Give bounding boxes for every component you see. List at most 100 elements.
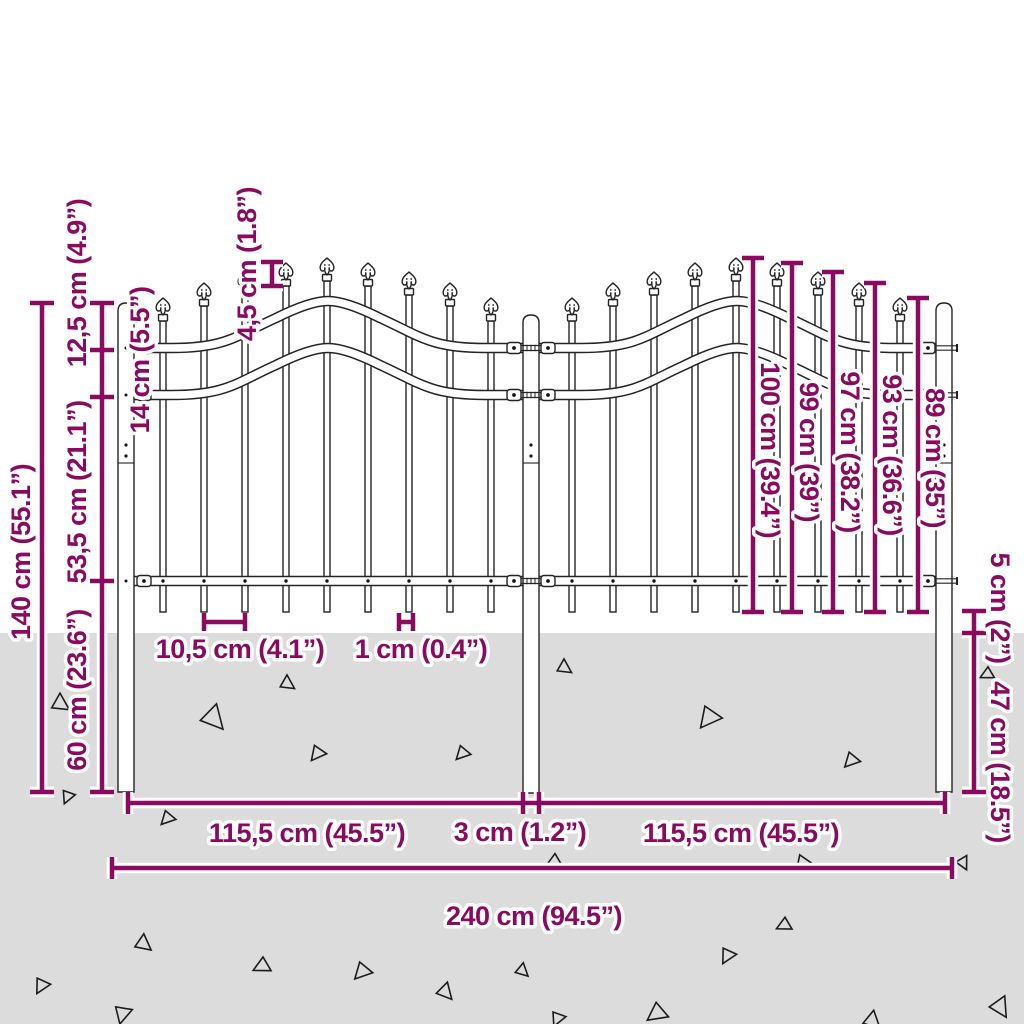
- clamp-bolt-dot: [546, 579, 550, 583]
- dim-picket-width: 1 cm (0.4”): [355, 634, 488, 664]
- clamp-bolt-dot: [142, 579, 146, 583]
- spear-finial-icon: [892, 297, 908, 316]
- picket-bar: [282, 285, 290, 613]
- rail-rivet: [775, 579, 779, 583]
- fence-pickets: [155, 257, 908, 613]
- picket-bar: [650, 294, 658, 613]
- finial-dot: [860, 289, 863, 291]
- rail-rivet: [243, 579, 247, 583]
- dimension-lines: [30, 252, 986, 879]
- dim-upper-to-bottom-rail: 53,5 cm (21.1”): [62, 400, 92, 583]
- finial-dot: [205, 289, 208, 291]
- rail-rivet: [366, 579, 370, 583]
- spear-finial-icon: [769, 262, 785, 281]
- dim-picket-ground-clearance: 5 cm (2”): [985, 552, 1015, 663]
- gravel-triangle: [843, 750, 863, 769]
- gravel-triangle: [552, 1010, 568, 1024]
- finial-dot: [896, 304, 899, 306]
- gravel-triangle: [954, 854, 968, 872]
- picket-bar: [323, 280, 331, 613]
- post-mount-holes: [124, 443, 946, 458]
- clamp-bolt-dot: [546, 346, 550, 350]
- rail-rivet: [325, 579, 329, 583]
- picket-bar: [446, 305, 454, 613]
- clamp-bolt-dot: [926, 393, 930, 397]
- finial-dot: [246, 278, 249, 280]
- finial-dot: [328, 264, 331, 266]
- dim-upper-rail-spacing: 14 cm (5.5”): [125, 286, 155, 433]
- middle-rail-left-fill: [134, 344, 523, 399]
- clamp-bolt-dot: [546, 393, 550, 397]
- finial-dot: [369, 269, 372, 271]
- picket-bar: [200, 305, 208, 613]
- finial-dot: [164, 304, 167, 306]
- finial-dot: [819, 278, 822, 280]
- finial-dot: [614, 289, 617, 291]
- spear-finial-icon: [442, 282, 458, 301]
- finial-dot: [487, 304, 490, 306]
- dim-picket-height-93: 93 cm (36.6”): [877, 374, 907, 536]
- gravel-triangle: [310, 744, 329, 762]
- dim-post-width: 3 cm (1.2”): [454, 817, 587, 847]
- finial-dot: [241, 278, 244, 280]
- finial-dot: [655, 278, 658, 280]
- post-center: [522, 314, 540, 794]
- spear-finial-icon: [851, 282, 867, 301]
- picket-bar: [241, 294, 249, 613]
- spear-finial-icon: [319, 257, 335, 276]
- post-left: [117, 302, 135, 793]
- finial-dot: [737, 264, 740, 266]
- dim-picket-height-97: 97 cm (38.2”): [835, 371, 865, 533]
- gravel-triangle: [434, 980, 453, 1001]
- finial-dot: [364, 269, 367, 271]
- gravel-triangle: [133, 932, 153, 952]
- finial-dot: [814, 278, 817, 280]
- rail-rivet: [407, 579, 411, 583]
- gravel-triangle: [699, 704, 724, 730]
- finial-dot: [609, 289, 612, 291]
- finial-dot: [451, 289, 454, 291]
- ground-area: [0, 633, 1024, 1024]
- rail-rivet: [489, 579, 493, 583]
- finial-dot: [159, 304, 162, 306]
- dim-overall-width: 240 cm (94.5”): [446, 901, 622, 931]
- rail-rivet: [161, 579, 165, 583]
- gravel-triangle: [160, 809, 178, 826]
- spear-finial-icon: [564, 297, 580, 316]
- picket-bar: [405, 294, 413, 613]
- picket-bar: [568, 320, 576, 613]
- picket-bar: [691, 285, 699, 613]
- finial-dot: [446, 289, 449, 291]
- rail-rivet: [652, 579, 656, 583]
- rail-rivet: [611, 579, 615, 583]
- gravel-triangle: [721, 946, 739, 966]
- bottom-rail-rivets: [161, 579, 902, 583]
- dim-picket-height-100: 100 cm (39.4”): [755, 362, 785, 538]
- gravel-triangle: [353, 960, 375, 981]
- spear-finial-icon: [605, 282, 621, 301]
- clamp-bolt-dot: [142, 393, 146, 397]
- dimension-labels: 140 cm (55.1”) 12,5 cm (4.9”) 14 cm (5.5…: [3, 183, 1019, 934]
- gravel-triangle: [251, 955, 273, 972]
- finial-dot: [287, 269, 290, 271]
- dim-finial-height: 4,5 cm (1.8”): [232, 187, 262, 341]
- finial-dot: [405, 278, 408, 280]
- spear-finial-icon: [155, 297, 171, 316]
- finial-dot: [323, 264, 326, 266]
- dim-picket-height-99: 99 cm (39”): [794, 382, 824, 522]
- spear-finial-icon: [728, 257, 744, 276]
- gravel-triangle: [50, 691, 71, 711]
- spear-finial-icon: [810, 271, 826, 290]
- picket-bar: [159, 320, 167, 613]
- rail-rivet: [284, 579, 288, 583]
- finial-dot: [492, 304, 495, 306]
- rail-rivet: [816, 579, 820, 583]
- finial-dot: [778, 269, 781, 271]
- gravel-triangle: [645, 1000, 671, 1022]
- clamp-bolt-dot: [142, 346, 146, 350]
- gravel-triangle: [35, 976, 53, 996]
- dim-overall-height: 140 cm (55.1”): [6, 464, 36, 640]
- gravel-triangle: [555, 657, 573, 674]
- gravel-triangle: [278, 673, 296, 690]
